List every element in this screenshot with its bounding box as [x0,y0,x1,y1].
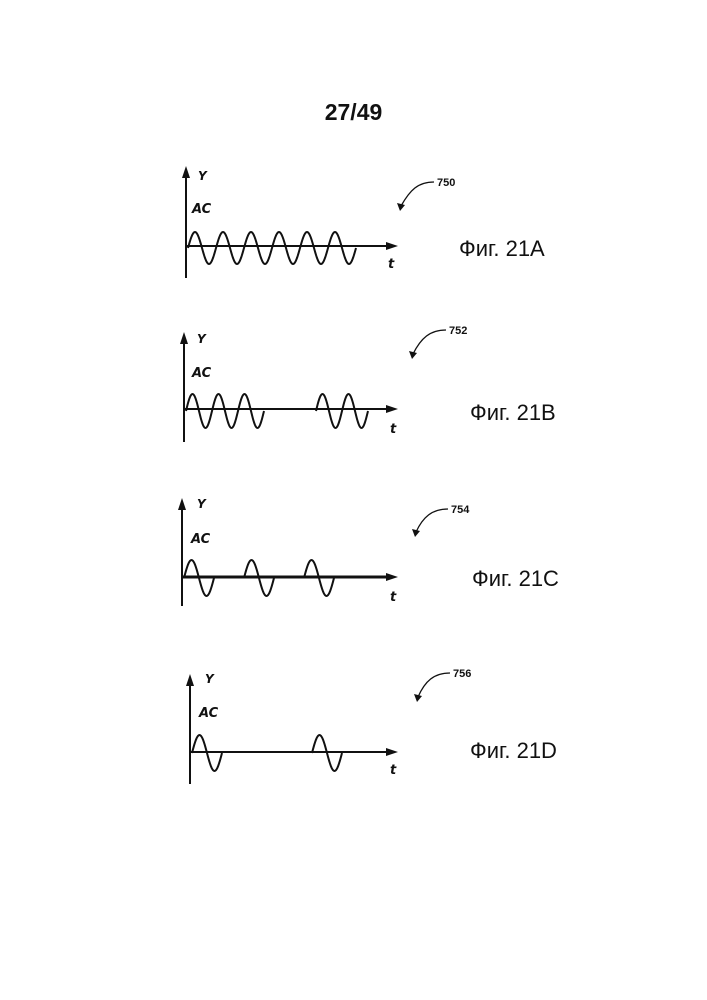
ref-numeral: 756 [453,668,471,680]
y-axis-arrow [182,166,190,178]
ref-leader [413,330,446,354]
y-axis-arrow [178,498,186,510]
ref-numeral: 750 [437,177,455,189]
figure-caption: Фиг. 21C [472,566,559,591]
ref-leader-arrow [409,351,417,359]
ref-leader-arrow [412,529,420,537]
t-axis-label: t [388,257,395,272]
figure-21c: Y AC t 754 Фиг. 21C [178,497,559,606]
t-axis-arrow [386,242,398,250]
t-axis-arrow [386,573,398,581]
ref-leader-arrow [414,694,422,702]
y-axis-label: Y [198,169,208,183]
t-axis-label: t [390,763,397,778]
y-axis-arrow [180,332,188,344]
figure-21b: Y AC t 752 Фиг. 21B [180,325,556,442]
figure-caption: Фиг. 21A [459,236,545,261]
y-axis-arrow [186,674,194,686]
ref-numeral: 754 [451,504,470,516]
waveform [186,394,368,428]
ref-leader [416,509,448,532]
y-axis-label: Y [197,497,207,511]
waveform [188,232,356,264]
ref-numeral: 752 [449,325,467,337]
figure-caption: Фиг. 21D [470,738,557,763]
figure-21d: Y AC t 756 Фиг. 21D [186,668,557,784]
ref-leader-arrow [397,203,405,211]
t-axis-label: t [390,422,397,437]
t-axis-arrow [386,405,398,413]
y-axis-label: Y [197,332,207,346]
t-axis-label: t [390,590,397,605]
figure-caption: Фиг. 21B [470,400,556,425]
ac-label: AC [198,706,219,721]
ac-label: AC [190,532,211,547]
ref-leader [401,182,434,206]
ac-label: AC [191,366,212,381]
ac-label: AC [191,202,212,217]
figure-21a: Y AC t 750 Фиг. 21A [182,166,545,278]
t-axis-arrow [386,748,398,756]
y-axis-label: Y [205,672,215,686]
ref-leader [418,673,450,697]
